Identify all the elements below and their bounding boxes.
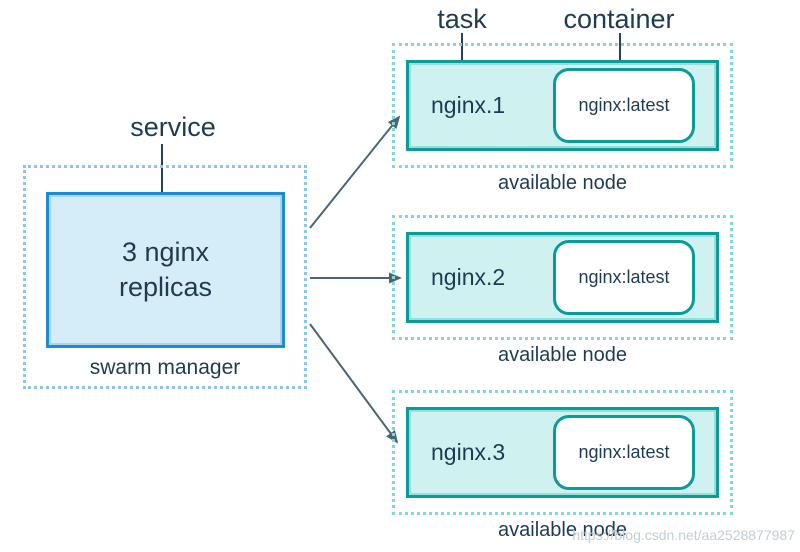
node-1-caption: available node [498, 172, 627, 194]
available-node-3: nginx.3 nginx:latest available node [392, 390, 733, 542]
node-1-container-name: nginx:latest [578, 95, 670, 115]
node-3-container-name: nginx:latest [578, 442, 670, 462]
swarm-manager-caption: swarm manager [89, 356, 241, 379]
node-3-task-box: nginx.3 nginx:latest [406, 407, 719, 498]
node-2-container-box: nginx:latest [553, 240, 695, 315]
node-3-task-name: nginx.3 [431, 439, 506, 465]
node-1-dotted-border: nginx.1 nginx:latest [392, 43, 733, 168]
task-label: task [437, 4, 487, 34]
node-2-caption: available node [498, 344, 627, 366]
arrow-to-node-1 [309, 115, 401, 229]
arrow-to-node-3 [309, 323, 399, 444]
service-box: 3 nginx replicas [46, 192, 285, 348]
node-1-container-box: nginx:latest [553, 68, 695, 143]
node-2-container-name: nginx:latest [578, 267, 670, 287]
node-1-task-box: nginx.1 nginx:latest [406, 60, 719, 151]
watermark-text: https://blog.csdn.net/aa2528877987 [572, 527, 795, 543]
available-node-1: nginx.1 nginx:latest available node [392, 43, 733, 195]
swarm-manager-group: 3 nginx replicas swarm manager [23, 165, 307, 389]
available-node-2: nginx.2 nginx:latest available node [392, 215, 733, 367]
node-3-caption: available node [498, 519, 627, 541]
service-label: service [130, 112, 216, 142]
container-label: container [563, 4, 675, 34]
node-3-container-box: nginx:latest [553, 415, 695, 490]
node-2-dotted-border: nginx.2 nginx:latest [392, 215, 733, 340]
node-1-task-name: nginx.1 [431, 92, 506, 118]
node-3-dotted-border: nginx.3 nginx:latest [392, 390, 733, 515]
node-2-task-box: nginx.2 nginx:latest [406, 232, 719, 323]
service-replicas-text: 3 nginx replicas [118, 237, 213, 302]
node-2-task-name: nginx.2 [431, 264, 506, 290]
